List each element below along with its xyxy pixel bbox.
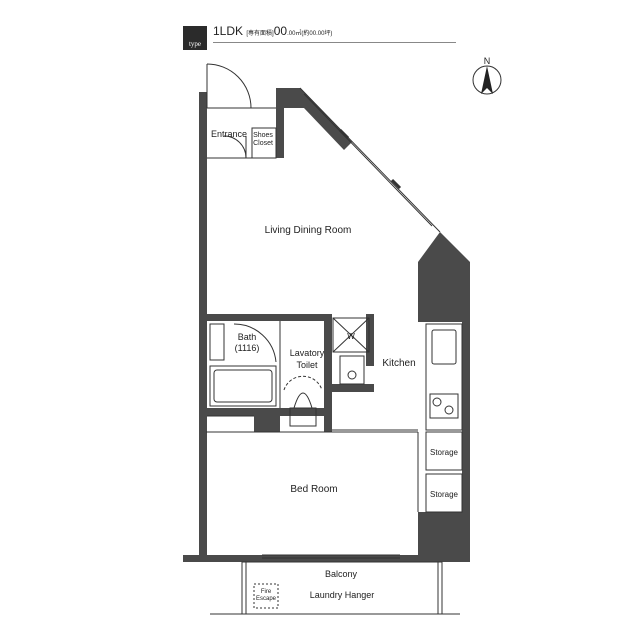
top-wall xyxy=(276,88,352,150)
header-rule xyxy=(213,42,456,43)
laundry-label: Laundry Hanger xyxy=(310,590,375,600)
bath-label-1: Bath xyxy=(238,332,257,342)
storage xyxy=(425,431,463,513)
partitions xyxy=(206,415,419,512)
area-label: [専有面積] xyxy=(246,31,274,37)
compass-label: N xyxy=(484,56,491,66)
column-bottom xyxy=(418,512,470,562)
bath-room xyxy=(209,323,277,407)
storage-label-1: Storage xyxy=(430,448,459,457)
toilet-wall-2 xyxy=(324,408,332,432)
plan-header: type 1LDK [専有面積]00.00㎡(約00.00坪) xyxy=(183,24,456,56)
column-top xyxy=(418,232,470,308)
shoes-closet-label-2: Closet xyxy=(253,140,273,147)
area-value: 00 xyxy=(273,24,288,38)
kitchen-top-wall xyxy=(418,308,470,322)
shoes-closet-label-1: Shoes xyxy=(253,132,273,139)
fire-escape-label-1: Fire xyxy=(261,589,272,595)
bath-label-2: (1116) xyxy=(235,343,260,353)
bath-top-wall xyxy=(206,314,330,321)
lavatory-label-1: Lavatory xyxy=(290,348,325,358)
north-compass-icon: N xyxy=(472,56,502,95)
washer-wall xyxy=(366,314,374,366)
living-label: Living Dining Room xyxy=(265,225,352,236)
diagonal-window xyxy=(299,87,441,233)
bedroom-label: Bed Room xyxy=(290,484,337,495)
plan-title: 1LDK [専有面積]00.00㎡(約00.00坪) xyxy=(213,24,332,38)
lavatory-right-wall xyxy=(324,314,332,414)
balcony xyxy=(210,561,460,615)
balcony-label: Balcony xyxy=(325,569,358,579)
tsubo-value: (約00.00坪) xyxy=(301,31,333,37)
bedroom-window xyxy=(262,554,400,559)
layout-type: 1LDK xyxy=(213,24,244,38)
area-unit: .00㎡ xyxy=(287,31,302,37)
washer-label: W xyxy=(347,332,355,341)
lavatory-toilet xyxy=(279,317,370,427)
storage-label-2: Storage xyxy=(430,490,459,499)
kitchen-lower-wall xyxy=(324,384,374,392)
type-badge: type xyxy=(183,26,207,50)
toilet-wall xyxy=(254,408,280,432)
room-labels: Entrance Shoes Closet Living Dining Room… xyxy=(211,129,459,602)
right-wall xyxy=(462,322,470,562)
shoes-closet-wall xyxy=(276,108,284,158)
entrance-label: Entrance xyxy=(211,129,247,139)
lavatory-label-2: Toilet xyxy=(296,360,318,370)
kitchen-label: Kitchen xyxy=(382,358,415,369)
left-wall xyxy=(199,92,207,557)
fire-escape-label-2: Escape xyxy=(256,596,277,602)
entrance-door xyxy=(206,63,277,159)
